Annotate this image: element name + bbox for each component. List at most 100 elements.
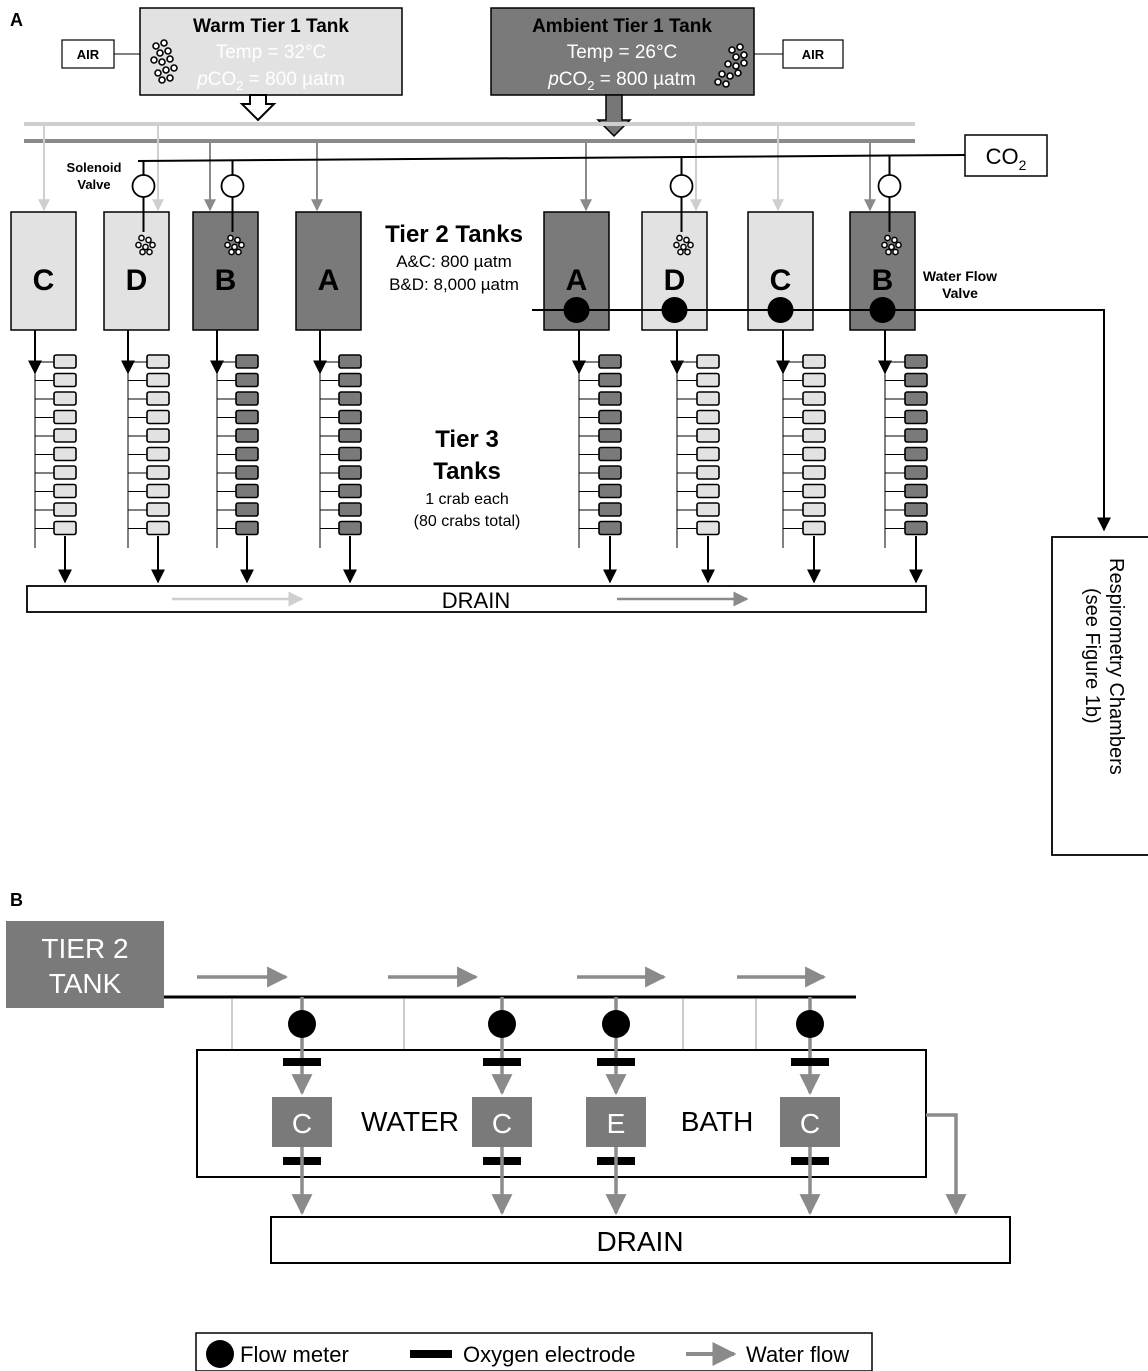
bubble <box>891 236 898 244</box>
chamber-letter: C <box>800 1108 820 1139</box>
tier3-tank <box>802 502 826 517</box>
bubble <box>881 241 888 249</box>
tier3-tank <box>904 391 928 406</box>
flow-meter-icon <box>602 1010 630 1038</box>
bubble <box>227 234 234 242</box>
tier3-tank <box>146 520 170 536</box>
tier3-line4: (80 crabs total) <box>414 513 521 530</box>
tier3-tank <box>598 502 622 517</box>
ambient-tank-temp: Temp = 26°C <box>567 42 678 63</box>
tier3-tank <box>53 465 77 480</box>
tier3-tank <box>696 354 720 369</box>
tier3-tank <box>235 391 259 406</box>
oxygen-electrode-icon <box>410 1350 452 1358</box>
chamber-letter: E <box>607 1108 626 1139</box>
panel-a-label: A <box>10 10 23 30</box>
bubbles-icon <box>150 39 178 84</box>
warm-tank-title: Warm Tier 1 Tank <box>193 16 349 37</box>
chamber-c: C <box>780 997 840 1216</box>
tank-letter: B <box>872 264 894 297</box>
bubble <box>687 241 694 249</box>
bubble <box>135 241 142 249</box>
tier3-tank <box>146 372 170 388</box>
tank-body <box>103 211 170 331</box>
bubble <box>224 241 231 249</box>
tank-letter: A <box>318 264 340 297</box>
bubble <box>142 243 149 251</box>
tank-letter: B <box>215 264 237 297</box>
oxygen-electrode-icon <box>597 1058 635 1066</box>
water-flow-arrows <box>197 966 827 1066</box>
tank-letter: C <box>770 264 792 297</box>
bubble <box>238 241 245 249</box>
tier3-rack <box>670 330 720 584</box>
tier3-tank <box>802 428 826 443</box>
tier3-tank <box>696 391 720 406</box>
tier3-tank <box>802 391 826 406</box>
flow-meter-icon <box>796 1010 824 1038</box>
tank-letter: C <box>33 264 55 297</box>
bubbles-icon <box>881 234 902 256</box>
bubble <box>673 241 680 249</box>
tier3-tank <box>338 391 362 406</box>
flow-meter-icon <box>288 1010 316 1038</box>
tier3-rack <box>210 330 259 584</box>
warm-tank-pco2: pCO2 = 800 µatm <box>196 69 345 93</box>
tier3-tank <box>598 354 622 369</box>
tier3-tank <box>146 428 170 443</box>
ambient-tank-pco2: pCO2 = 800 µatm <box>547 69 696 93</box>
tier3-tank <box>146 446 170 462</box>
tier3-rack <box>28 330 77 584</box>
tier3-tank <box>696 372 720 388</box>
legend-flow-meter: Flow meter <box>240 1342 349 1367</box>
chamber-box <box>780 1097 840 1147</box>
warm-tier1-tank: Warm Tier 1 Tank Temp = 32°C pCO2 = 800 … <box>139 7 403 96</box>
tier2-title: Tier 2 Tanks <box>385 221 523 248</box>
solenoid-valve-icon <box>669 174 694 198</box>
tier3-tank <box>235 409 259 425</box>
drain-a: DRAIN <box>26 585 927 613</box>
tier3-tank <box>904 446 928 462</box>
tank-body <box>295 211 362 331</box>
bubble <box>684 248 691 256</box>
tier2-tank-c: C <box>747 211 814 331</box>
tank-letter: A <box>566 264 588 297</box>
tier3-tank <box>53 409 77 425</box>
solenoid-valve-icon <box>131 174 156 198</box>
legend-oxygen-electrode: Oxygen electrode <box>463 1342 635 1367</box>
chamber-box <box>586 1097 646 1147</box>
bubbles-icon <box>714 43 748 88</box>
tier2-tank-c: C <box>10 211 77 331</box>
panel-b-label: B <box>10 890 23 910</box>
legend-water-flow: Water flow <box>746 1342 849 1367</box>
tier3-tank <box>53 391 77 406</box>
bath-word-bath: BATH <box>681 1106 754 1137</box>
oxygen-electrode-icon <box>791 1058 829 1066</box>
chamber-letter: C <box>292 1108 312 1139</box>
tier3-tank <box>598 465 622 480</box>
tier3-label: Tier 3 Tanks 1 crab each (80 crabs total… <box>414 426 521 530</box>
bubble <box>228 248 235 256</box>
tier2-line1: A&C: 800 µatm <box>396 252 512 271</box>
tier3-tank <box>904 372 928 388</box>
bubble <box>676 234 683 242</box>
bubble <box>680 243 687 251</box>
tier3-tank <box>338 502 362 517</box>
air-label-left: AIR <box>77 47 100 62</box>
bath-overflow-line <box>926 1113 967 1216</box>
bubble <box>895 241 902 249</box>
tier3-tank <box>235 465 259 480</box>
tier3-tank <box>598 446 622 462</box>
tier3-line3: 1 crab each <box>425 491 509 508</box>
air-box-right: AIR <box>782 39 844 69</box>
tier3-tank <box>53 483 77 499</box>
bubble <box>235 248 242 256</box>
warm-down-arrow <box>239 94 277 122</box>
tier3-tank <box>338 483 362 499</box>
tier3-tank <box>598 520 622 536</box>
tier3-tank <box>338 520 362 536</box>
bubble <box>892 248 899 256</box>
tier2-tank-a: A <box>543 211 610 331</box>
